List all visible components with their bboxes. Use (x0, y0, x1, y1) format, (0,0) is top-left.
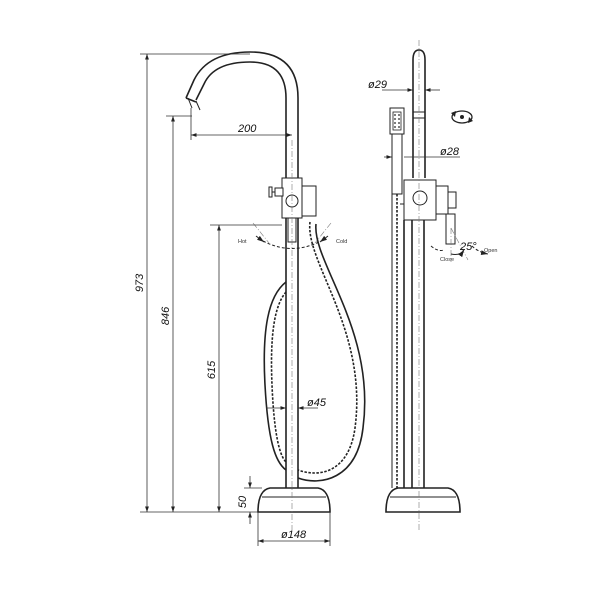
front-view: Hot Cold 973 846 615 (134, 51, 366, 546)
lever-angle: 25° Close Open (430, 227, 497, 263)
rotation-icon (451, 110, 473, 124)
side-hose (391, 194, 405, 488)
dim-615-label: 615 (206, 360, 218, 379)
front-base (257, 487, 331, 513)
dim-base-height: 50 (237, 476, 262, 524)
side-mixer-body (400, 179, 457, 245)
dim-spout-reach: 200 (190, 108, 292, 140)
dim-overall-height: 973 (134, 53, 258, 513)
dim-spout-diameter: ø29 (368, 79, 440, 92)
dim-846-label: 846 (160, 306, 172, 325)
dim-973-label: 973 (134, 273, 146, 292)
side-pipe (411, 216, 425, 488)
dim-50-label: 50 (237, 495, 249, 508)
dim-45-label: ø45 (307, 397, 327, 409)
open-label: Open (484, 248, 497, 254)
dim-pipe-diameter: ø45 (266, 397, 327, 410)
dim-handle-height: 615 (206, 224, 282, 512)
angle-25-label: 25° (459, 241, 477, 253)
dim-28-label: ø28 (440, 146, 460, 158)
side-view: 25° Close Open ø29 ø28 (368, 40, 497, 530)
dim-base-diameter: ø148 (257, 512, 331, 546)
front-spout (185, 51, 299, 178)
front-pipe (285, 215, 299, 488)
hot-cold-indicator: Hot Cold (238, 222, 347, 249)
cold-label: Cold (336, 239, 347, 245)
hot-label: Hot (238, 239, 247, 245)
front-mixer-body (268, 177, 317, 243)
side-base (385, 487, 461, 513)
dim-spout-height: 846 (160, 115, 192, 512)
dim-148-label: ø148 (281, 529, 307, 541)
close-label: Close (440, 257, 454, 263)
hand-shower (389, 107, 405, 195)
dim-hand-shower-diameter: ø28 (384, 146, 460, 159)
dim-200-label: 200 (237, 123, 257, 135)
dim-29-label: ø29 (368, 79, 387, 91)
front-hose (263, 221, 366, 482)
